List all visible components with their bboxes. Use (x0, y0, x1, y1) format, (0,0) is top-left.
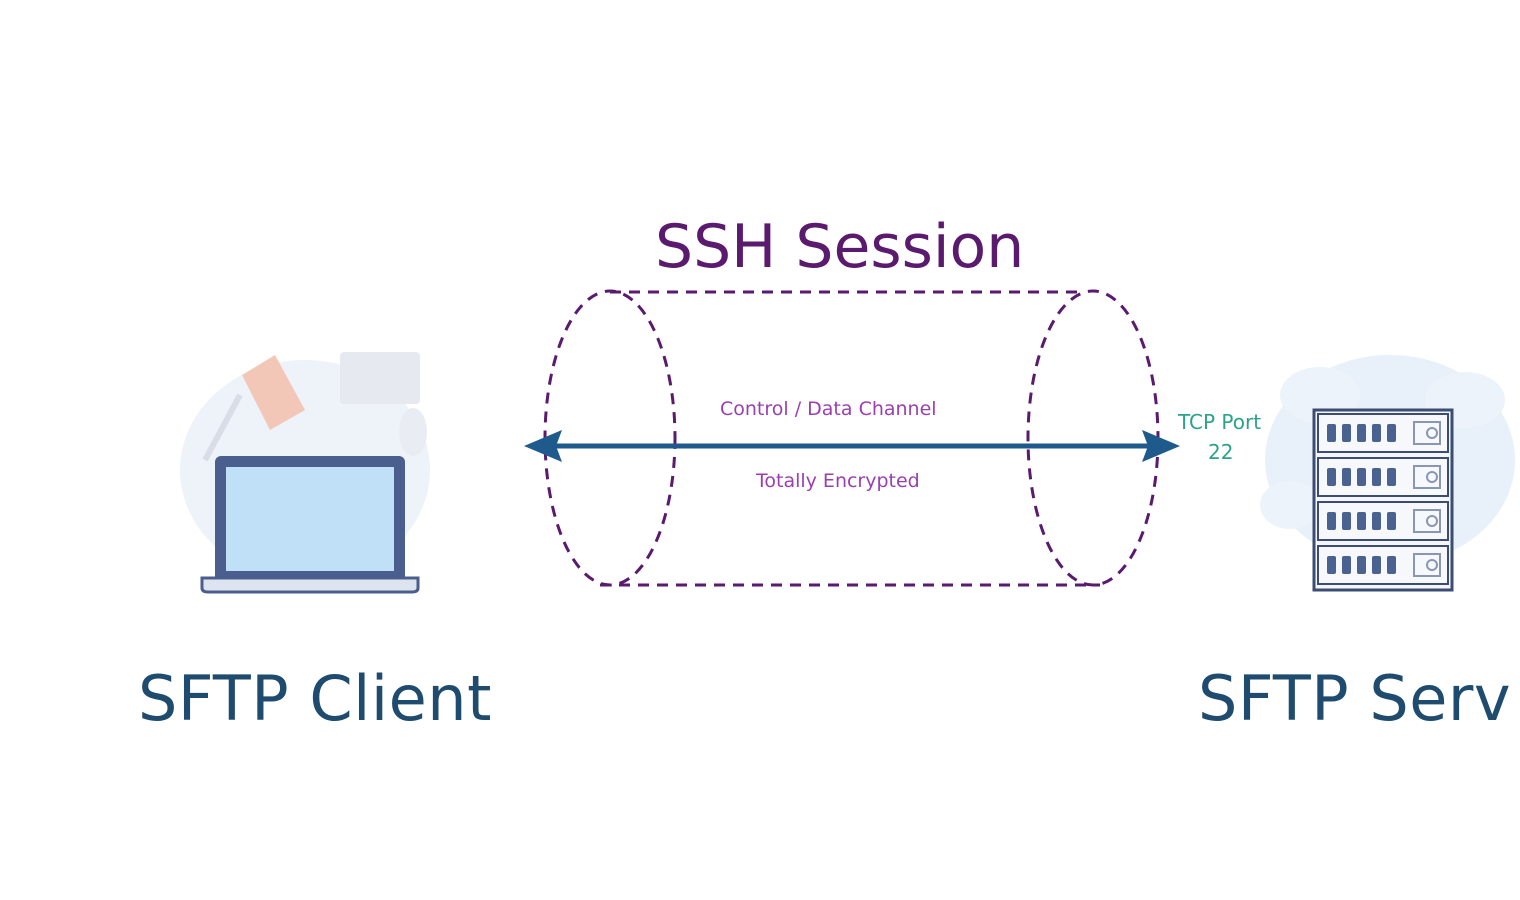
ssh-session-title: SSH Session (655, 212, 1025, 282)
server-label: SFTP Serv (1198, 662, 1512, 735)
tunnel-left-end (543, 289, 677, 587)
lamp-shade-decoration (242, 355, 305, 430)
plant-decoration (399, 408, 427, 456)
server-status-lights (1413, 421, 1441, 577)
tcp-port-number: 22 (1208, 440, 1234, 464)
arrow-right-head (1142, 430, 1180, 462)
bidirectional-arrow (524, 430, 1180, 462)
channel-label: Control / Data Channel (720, 398, 937, 420)
server-unit-1 (1317, 413, 1449, 453)
lamp-arm-decoration (202, 393, 243, 462)
shelf-decoration (340, 352, 420, 404)
tcp-port-label: TCP Port (1178, 410, 1262, 434)
client-label: SFTP Client (138, 662, 492, 735)
laptop-base (200, 576, 420, 594)
laptop-icon (180, 352, 430, 594)
server-drive-bays (1327, 424, 1396, 574)
server-unit-2 (1317, 457, 1449, 497)
ssh-tunnel (543, 289, 1160, 587)
server-unit-4 (1317, 545, 1449, 585)
arrow-left-head (524, 430, 562, 462)
encryption-label: Totally Encrypted (756, 470, 920, 492)
server-unit-3 (1317, 501, 1449, 541)
cloud-decoration-3 (1260, 481, 1320, 529)
server-rack-icon (1260, 355, 1515, 592)
laptop-screen (226, 467, 394, 571)
tunnel-right-end (1026, 289, 1160, 587)
